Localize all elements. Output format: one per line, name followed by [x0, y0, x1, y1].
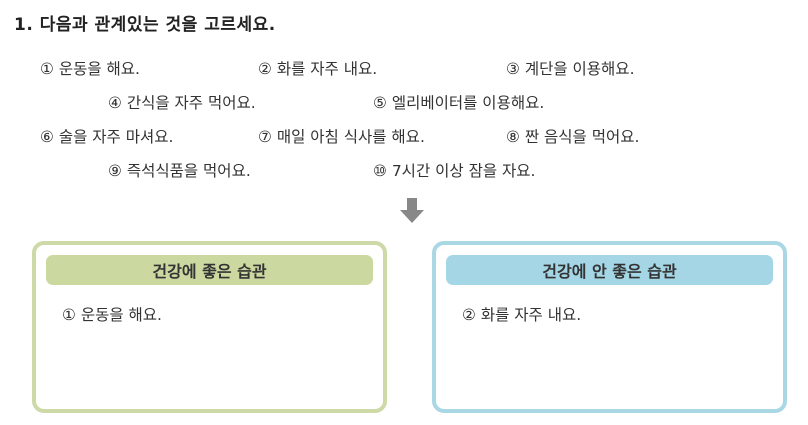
bad-habits-header: 건강에 안 좋은 습관 — [446, 255, 773, 285]
choice-8: ⑧ 짠 음식을 먹어요. — [506, 128, 640, 146]
choice-10: ⑩ 7시간 이상 잠을 자요. — [373, 162, 536, 180]
choice-4: ④ 간식을 자주 먹어요. — [108, 94, 256, 112]
bad-habits-box: 건강에 안 좋은 습관 ② 화를 자주 내요. — [432, 241, 787, 413]
choice-5: ⑤ 엘리베이터를 이용해요. — [373, 94, 545, 112]
down-arrow-icon — [400, 198, 424, 223]
good-habits-box: 건강에 좋은 습관 ① 운동을 해요. — [32, 241, 387, 413]
choice-1: ① 운동을 해요. — [40, 60, 140, 78]
choice-3: ③ 계단을 이용해요. — [506, 60, 635, 78]
choice-7: ⑦ 매일 아침 식사를 해요. — [258, 128, 425, 146]
choice-2: ② 화를 자주 내요. — [258, 60, 378, 78]
good-habits-item: ① 운동을 해요. — [62, 306, 162, 324]
question-title: 1. 다음과 관계있는 것을 고르세요. — [14, 15, 276, 35]
bad-habits-item: ② 화를 자주 내요. — [462, 306, 582, 324]
choice-6: ⑥ 술을 자주 마셔요. — [40, 128, 174, 146]
choice-9: ⑨ 즉석식품을 먹어요. — [108, 162, 251, 180]
good-habits-header: 건강에 좋은 습관 — [46, 255, 373, 285]
